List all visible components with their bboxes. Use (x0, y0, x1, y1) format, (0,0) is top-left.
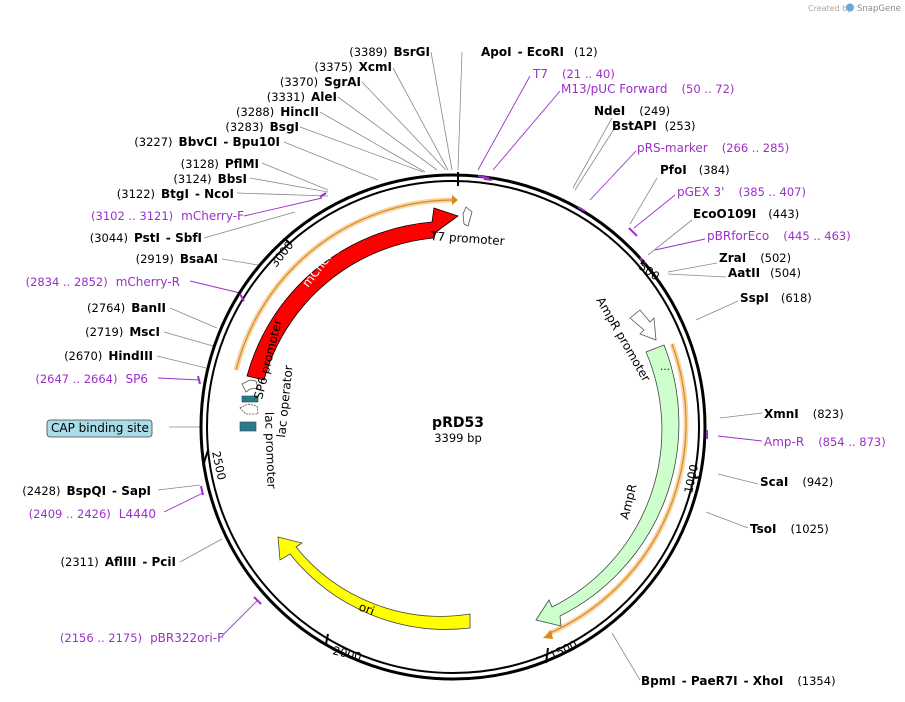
enzyme-label: SspI(618) (740, 291, 812, 305)
enzyme-label: XmnI(823) (764, 407, 844, 421)
credit-brand: SnapGene (857, 4, 901, 14)
primer-label: M13/pUC Forward(50 .. 72) (561, 82, 734, 96)
primer-label: pGEX 3'(385 .. 407) (677, 185, 806, 199)
enzyme-label: (2919)BsaAI (136, 252, 218, 266)
cap-site-callout-box (46, 419, 153, 438)
enzyme-label: BpmI- PaeR7I- XhoI(1354) (641, 674, 836, 688)
mcherry-orf-arrow (452, 195, 458, 205)
ampr-feature[interactable] (535, 344, 680, 627)
cap-site-callout-label: CAP binding site (51, 421, 149, 435)
lac-operator-feature[interactable] (241, 395, 259, 403)
lac-promoter-feature[interactable] (239, 403, 259, 415)
sp6-promoter-feature[interactable] (241, 379, 259, 393)
ori-label: ori (357, 600, 376, 618)
primer-leader-lines (157, 75, 763, 637)
backbone-outer (199, 173, 707, 681)
tick-marks (202, 239, 701, 664)
enzyme-labels-left: (3389)BsrGI (3375)XcmI (3370)SgrAI (3331… (22, 45, 430, 569)
enzyme-label: (3375)XcmI (314, 60, 392, 74)
enzyme-label: (2670)HindIII (64, 349, 153, 363)
primer-label: (3102 .. 3121)mCherry-F (91, 209, 244, 223)
ampr-promoter-label: AmpR promoter (593, 295, 653, 385)
enzyme-labels-right: ApoI- EcoRI(12) NdeI(249) BstAPI(253) Pf… (481, 45, 844, 688)
tick-1000: 1000 (681, 463, 701, 495)
tick-2500: 2500 (209, 450, 229, 482)
primer-label: Amp-R(854 .. 873) (764, 435, 886, 449)
credit-text: Created by (808, 4, 852, 13)
enzyme-label: (3044)PstI- SbfI (90, 231, 202, 245)
enzyme-label: (3227)BbvCI- Bpu10I (134, 135, 280, 149)
primer-label: T7(21 .. 40) (532, 67, 615, 81)
tick-2000: 2000 (331, 643, 363, 664)
ampr-dots: … (660, 362, 670, 373)
ampr-promoter-feature[interactable] (629, 309, 657, 341)
enzyme-leader-lines (156, 51, 763, 681)
plasmid-name: pRD53 (432, 415, 484, 431)
primer-marks (197, 175, 708, 605)
t7-promoter-label: T7 promoter (429, 229, 505, 248)
enzyme-label: AatII(504) (728, 266, 801, 280)
enzyme-label: (3283)BsgI (225, 120, 299, 134)
ampr-orf-arrow (543, 630, 553, 639)
enzyme-label: TsoI(1025) (750, 522, 829, 536)
snapgene-logo-icon (846, 3, 854, 12)
mcherry-orf-line (235, 199, 453, 371)
plasmid-size: 3399 bp (434, 431, 482, 445)
enzyme-label: PfoI(384) (660, 163, 730, 177)
primer-label: pRS-marker(266 .. 285) (637, 141, 789, 155)
enzyme-label: (3124)BbsI (173, 172, 247, 186)
ampr-orf-line (547, 343, 687, 635)
enzyme-label: (3389)BsrGI (349, 45, 430, 59)
tick-1500: 1500 (547, 637, 579, 662)
enzyme-label: ScaI(942) (760, 475, 833, 489)
ampr-label: AmpR (617, 483, 639, 521)
primer-labels: T7(21 .. 40) M13/pUC Forward(50 .. 72) p… (26, 67, 886, 645)
enzyme-label: (2311)AflIII- PciI (61, 555, 176, 569)
enzyme-label: (2764)BanII (87, 301, 166, 315)
enzyme-label: BstAPI(253) (612, 119, 696, 133)
primer-label: pBRforEco(445 .. 463) (707, 229, 851, 243)
primer-label: (2409 .. 2426)L4440 (29, 507, 156, 521)
backbone-inner (206, 180, 700, 674)
primer-label: (2834 .. 2852)mCherry-R (26, 275, 180, 289)
cap-site-feature[interactable] (239, 421, 257, 432)
enzyme-label: (2719)MscI (85, 325, 160, 339)
enzyme-label: NdeI(249) (594, 104, 670, 118)
ori-feature[interactable] (277, 536, 471, 630)
lac-promoter-label: lac promoter (262, 412, 279, 489)
enzyme-label: (3370)SgrAI (280, 75, 361, 89)
primer-label: (2156 .. 2175)pBR322ori-F (60, 631, 224, 645)
primer-label: (2647 .. 2664)SP6 (35, 372, 148, 386)
enzyme-label: (3331)AleI (267, 90, 337, 104)
enzyme-label: ZraI(502) (719, 251, 791, 265)
enzyme-label: (3122)BtgI- NcoI (117, 187, 234, 201)
enzyme-label: ApoI- EcoRI(12) (481, 45, 598, 59)
enzyme-label: (3288)HincII (236, 105, 319, 119)
mcherry-feature[interactable] (246, 207, 459, 381)
enzyme-label: EcoO109I(443) (693, 207, 799, 221)
enzyme-label: (3128)PflMI (181, 157, 259, 171)
enzyme-label: (2428)BspQI- SapI (22, 484, 151, 498)
t7-promoter-feature[interactable] (462, 206, 473, 227)
